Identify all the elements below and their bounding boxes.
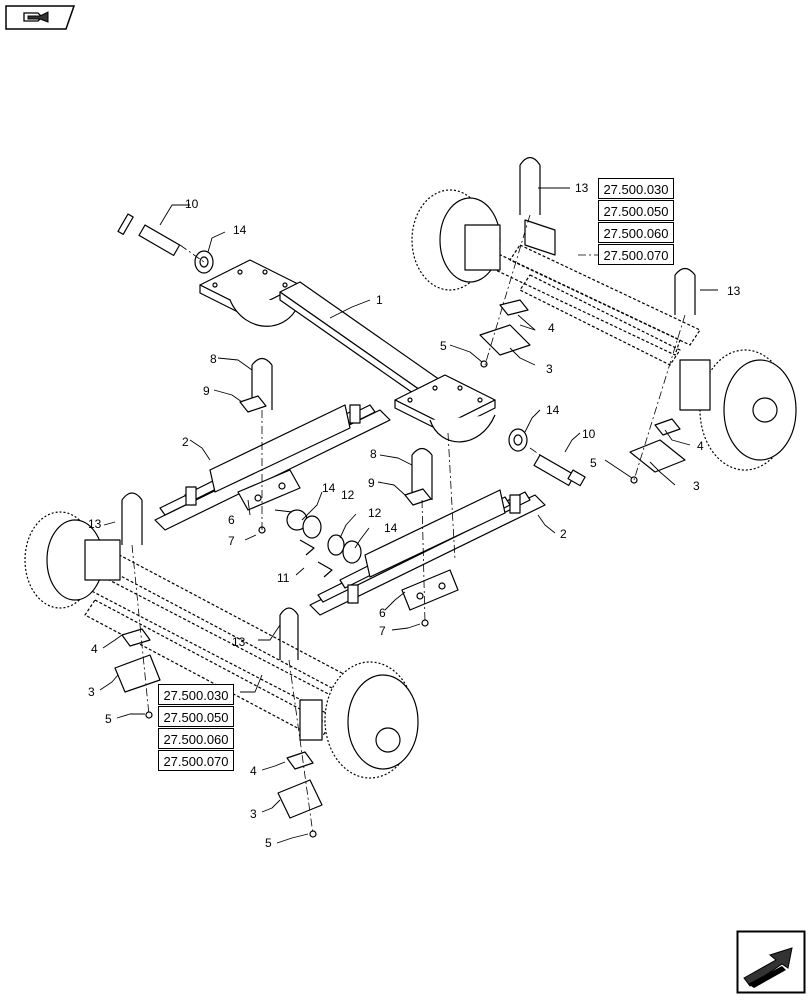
callout-13-rear-b: 13 — [727, 284, 741, 298]
ref-box-bottom-4[interactable]: 27.500.070 — [158, 750, 234, 771]
callout-7-left: 7 — [228, 534, 235, 548]
front-wheel-hub-left — [24, 511, 121, 609]
callout-13-front-b: 13 — [232, 635, 246, 649]
callout-2-left: 2 — [182, 435, 189, 449]
callout-13-rear-a: 13 — [575, 181, 589, 195]
callout-3-rear-a: 3 — [546, 362, 553, 376]
callout-2-right: 2 — [560, 527, 567, 541]
ref-box-bottom-1[interactable]: 27.500.030 — [158, 684, 234, 705]
spring-seat-right — [401, 569, 459, 611]
ref-box-top-3[interactable]: 27.500.060 — [598, 222, 674, 243]
next-page-icon[interactable] — [736, 930, 806, 994]
callout-8-right: 8 — [370, 447, 377, 461]
pivot-pin-right — [533, 454, 586, 487]
leaf-spring-right — [309, 489, 546, 616]
callout-8-left: 8 — [210, 352, 217, 366]
bushing-left — [194, 250, 214, 274]
u-bolt-front-13b — [279, 607, 299, 660]
callout-1: 1 — [376, 293, 383, 307]
pivot-pin-left — [117, 213, 181, 256]
rear-wheel-hub-right — [679, 349, 797, 471]
ref-box-top-2[interactable]: 27.500.050 — [598, 200, 674, 221]
callout-12-mid-b: 12 — [368, 506, 382, 520]
ref-box-top-1[interactable]: 27.500.030 — [598, 178, 674, 199]
callout-4-rear-b: 4 — [697, 439, 704, 453]
callout-6-left: 6 — [228, 513, 235, 527]
callout-3-front-a: 3 — [88, 685, 95, 699]
callout-9-right: 9 — [368, 476, 375, 490]
pad-right-9 — [404, 488, 432, 506]
callout-3-front-b: 3 — [250, 807, 257, 821]
callout-4-front-b: 4 — [250, 764, 257, 778]
callout-14-mid-b: 14 — [384, 521, 398, 535]
u-bolt-rear-13b — [674, 267, 696, 315]
callout-4-front-a: 4 — [91, 642, 98, 656]
callout-12-mid-a: 12 — [341, 488, 355, 502]
callout-10-left: 10 — [185, 197, 199, 211]
callout-11: 11 — [277, 571, 290, 585]
spring-seat-left — [237, 469, 301, 511]
bushing-right — [508, 428, 528, 452]
ref-box-bottom-2[interactable]: 27.500.050 — [158, 706, 234, 727]
front-wheel-hub-right — [299, 661, 419, 779]
callout-6-right: 6 — [379, 606, 386, 620]
previous-page-icon[interactable] — [4, 4, 76, 31]
callout-9-left: 9 — [203, 384, 210, 398]
callout-13-front-a: 13 — [88, 517, 102, 531]
callout-5-rear-a: 5 — [440, 339, 447, 353]
callout-14-left: 14 — [233, 223, 247, 237]
equalizer-beam — [199, 259, 496, 443]
ref-box-top-4[interactable]: 27.500.070 — [598, 244, 674, 265]
u-bolt-rear-13a — [519, 156, 541, 215]
callout-5-front-b: 5 — [265, 836, 272, 850]
callout-14-right: 14 — [546, 403, 560, 417]
callout-7-right: 7 — [379, 624, 386, 638]
callout-14-mid-a: 14 — [322, 481, 336, 495]
rear-wheel-hub-left — [411, 189, 556, 291]
pad-left-9 — [239, 395, 267, 413]
callout-5-rear-b: 5 — [590, 456, 597, 470]
callout-5-front-a: 5 — [105, 712, 112, 726]
callout-3-rear-b: 3 — [693, 479, 700, 493]
ref-box-bottom-3[interactable]: 27.500.060 — [158, 728, 234, 749]
callout-10-right: 10 — [582, 427, 596, 441]
callout-4-rear-a: 4 — [548, 321, 555, 335]
u-bolt-front-13a — [121, 492, 143, 545]
leaf-spring-left — [154, 404, 391, 531]
